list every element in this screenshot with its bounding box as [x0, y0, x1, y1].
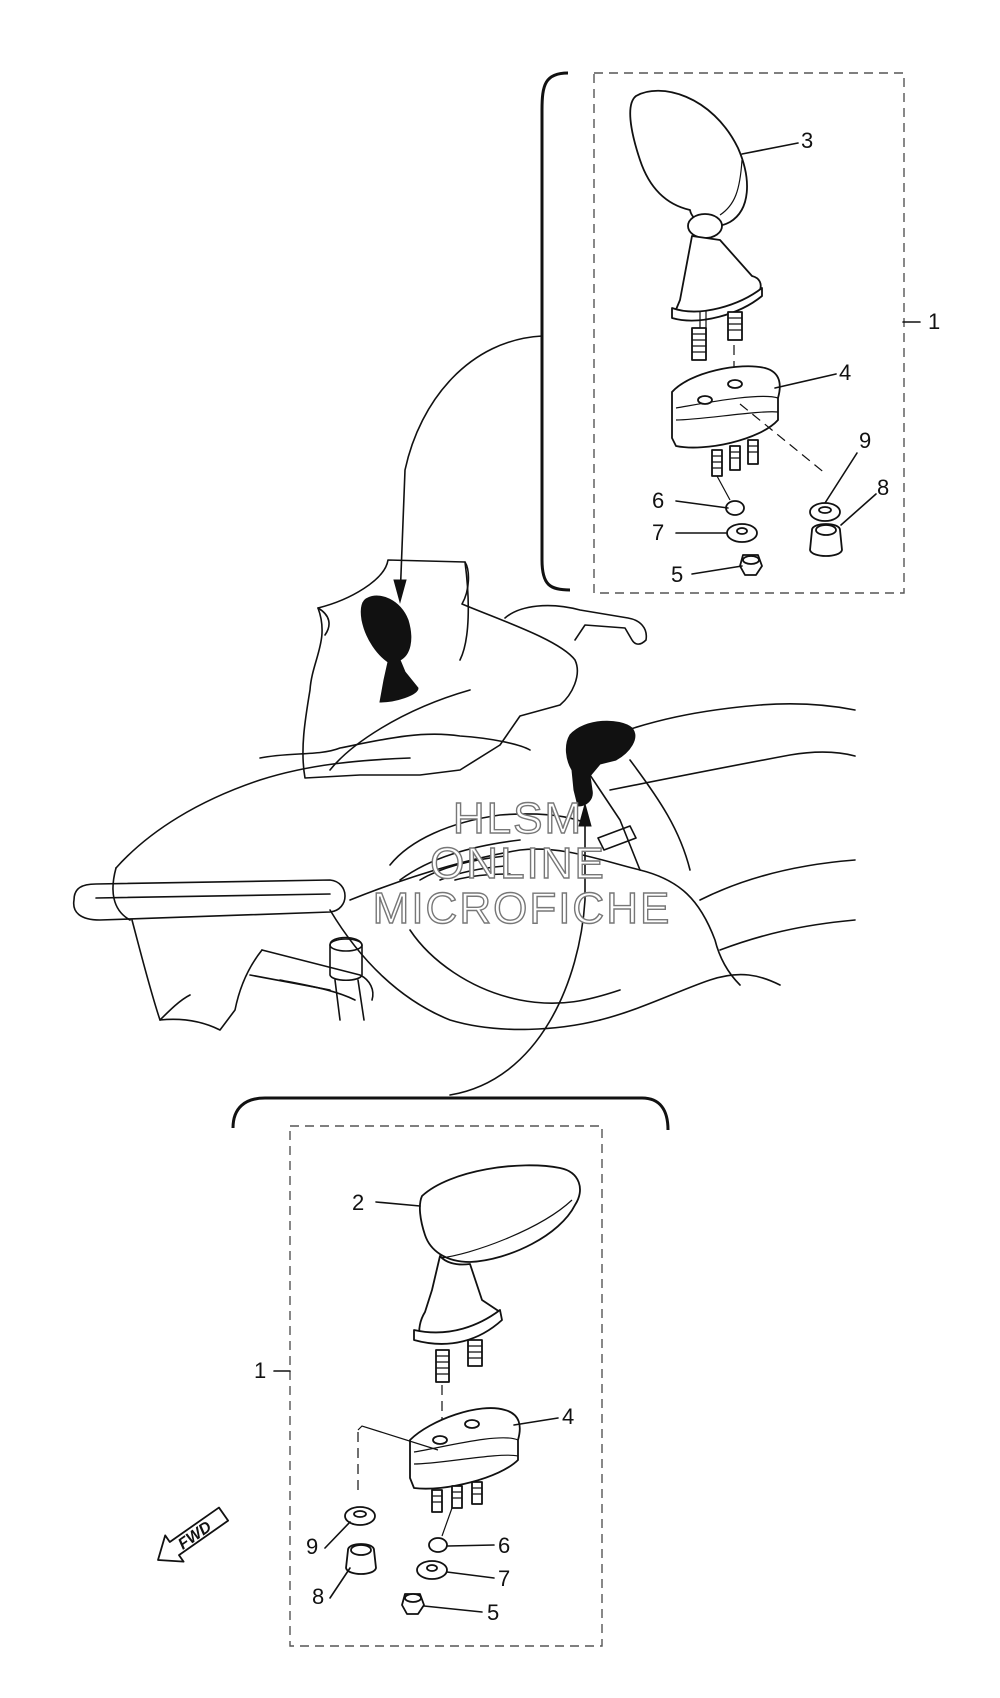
- lower-bracket-line: [231, 1096, 670, 1131]
- lower-hardware: [344, 1506, 448, 1615]
- upper-leaders: [675, 142, 921, 575]
- callout-9-upper: 9: [859, 428, 871, 453]
- callout-7-upper: 7: [652, 520, 664, 545]
- watermark: HLSM ONLINE MICROFICHE: [372, 793, 672, 933]
- mirror-silhouette-right: [565, 720, 636, 807]
- callout-8-upper: 8: [877, 475, 889, 500]
- callout-5-upper: 5: [671, 562, 683, 587]
- watermark-line-3: MICROFICHE: [373, 884, 672, 933]
- upper-connector-arrow: [399, 335, 543, 601]
- lower-arrowhead: [578, 802, 592, 827]
- lower-leaders: [273, 1201, 559, 1613]
- callout-5-lower: 5: [487, 1600, 499, 1625]
- callout-8-lower: 8: [312, 1584, 324, 1609]
- upper-hardware: [725, 500, 843, 576]
- watermark-line-2: ONLINE: [430, 839, 606, 888]
- snowmobile-body: [72, 559, 856, 1031]
- callout-9-lower: 9: [306, 1534, 318, 1559]
- lower-connector-arrow: [449, 807, 586, 1096]
- callout-4-lower: 4: [562, 1404, 574, 1429]
- callout-2: 2: [352, 1190, 364, 1215]
- upper-detail-group: 3 4 9 8 6 7 5 1: [540, 71, 940, 594]
- upper-mirror-part: [629, 89, 763, 361]
- callout-1-lower: 1: [254, 1358, 266, 1383]
- fwd-arrow: FWD: [157, 1506, 230, 1563]
- callout-6-lower: 6: [498, 1533, 510, 1558]
- upper-assembly-box: [593, 72, 905, 594]
- lower-assembly-box: [289, 1125, 603, 1647]
- lower-mirror-part: [413, 1164, 581, 1383]
- mirror-silhouette-left: [360, 595, 419, 703]
- callout-1-upper: 1: [928, 309, 940, 334]
- callout-6-upper: 6: [652, 488, 664, 513]
- upper-arrowhead: [393, 579, 407, 604]
- lower-detail-group: 2 4 9 8 6 7 5 1: [231, 1096, 670, 1647]
- lower-bracket-part: [357, 1407, 521, 1537]
- callout-4-upper: 4: [839, 360, 851, 385]
- upper-bracket-line: [540, 71, 571, 592]
- watermark-line-1: HLSM: [453, 794, 583, 843]
- callout-3: 3: [801, 128, 813, 153]
- callout-7-lower: 7: [498, 1566, 510, 1591]
- upper-bracket-part: [671, 365, 827, 501]
